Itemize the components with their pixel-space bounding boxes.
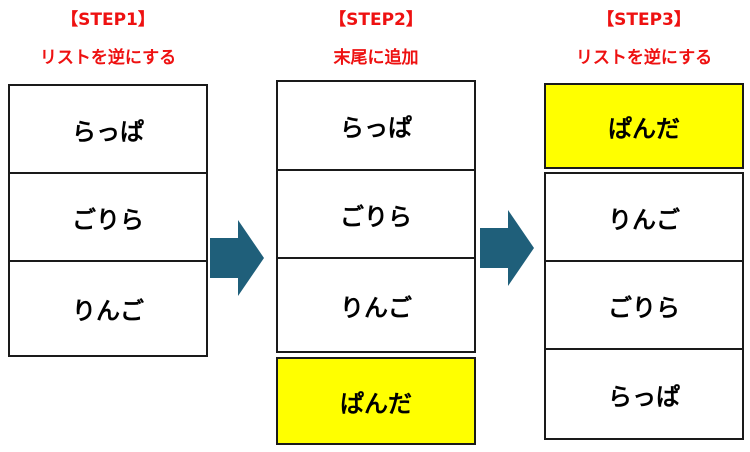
step1-label: 【STEP1】 — [61, 10, 155, 30]
step3-item-3: らっぱ — [544, 348, 744, 440]
step2-action: 末尾に追加 — [333, 48, 419, 68]
right-arrow-icon — [210, 220, 264, 296]
step1-item-3: りんご — [8, 260, 208, 357]
step3-head-item: ぱんだ — [544, 83, 744, 169]
step1-item-2: ごりら — [8, 172, 208, 262]
step1-action: リストを逆にする — [39, 48, 177, 68]
step2-item-1: らっぱ — [276, 80, 476, 171]
step3-item-1: りんご — [544, 172, 744, 262]
step2-appended-item: ぱんだ — [276, 357, 476, 445]
step2-item-2: ごりら — [276, 169, 476, 259]
step3-item-2: ごりら — [544, 260, 744, 350]
right-arrow-icon — [480, 210, 534, 286]
step3-label: 【STEP3】 — [597, 10, 691, 30]
step2-label: 【STEP2】 — [329, 10, 423, 30]
step3-action: リストを逆にする — [575, 48, 713, 68]
step1-item-1: らっぱ — [8, 84, 208, 174]
step2-item-3: りんご — [276, 257, 476, 353]
